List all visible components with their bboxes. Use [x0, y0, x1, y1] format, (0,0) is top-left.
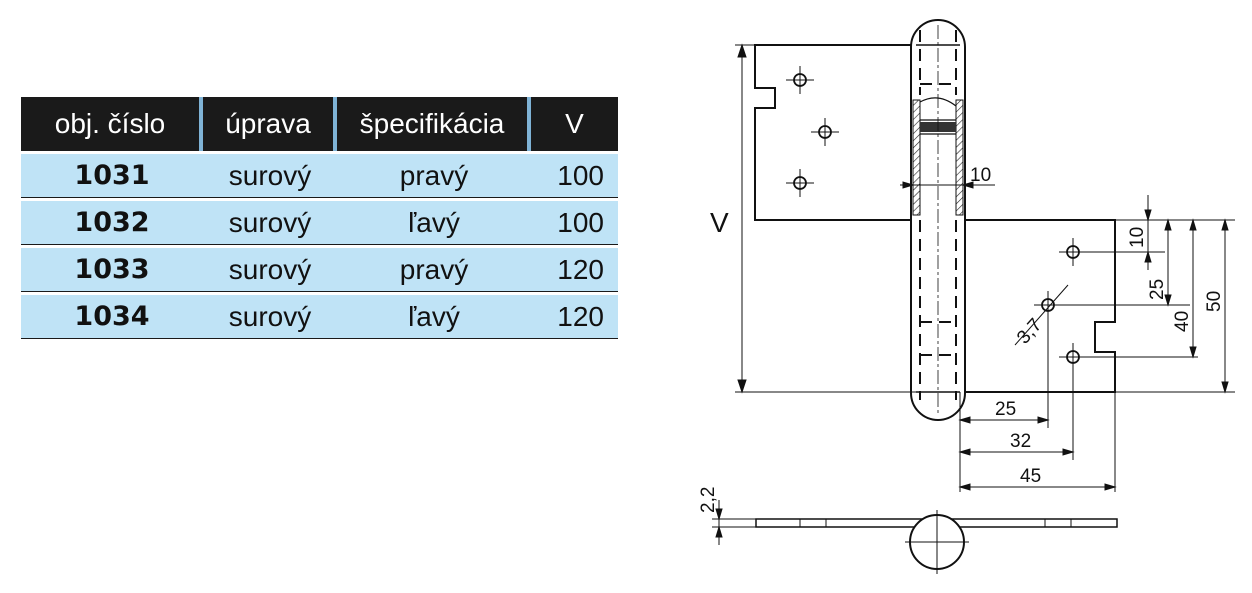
vertical-dimensions [1055, 195, 1235, 394]
table-row: 1031 surový pravý 100 [21, 151, 618, 198]
table-row: 1033 surový pravý 120 [21, 245, 618, 292]
dim-mid-hole-label: 25 [1147, 279, 1168, 300]
dim-top-hole-label: 10 [1127, 227, 1148, 248]
dim-thickness-label: 2,2 [698, 487, 719, 513]
cell-v: 100 [531, 151, 618, 198]
cell-spec: ľavý [337, 198, 531, 245]
cell-v: 100 [531, 198, 618, 245]
lower-leaf-outline [960, 219, 1116, 393]
cell-code: 1033 [21, 245, 203, 292]
cell-spec: pravý [337, 245, 531, 292]
height-dimension [735, 43, 960, 394]
dim-hole-dia-label: 3,7 [1013, 315, 1046, 349]
cell-code: 1031 [21, 151, 203, 198]
dim-pin-label: 10 [970, 165, 991, 186]
dim-x-32-label: 32 [1010, 431, 1031, 452]
cell-finish: surový [203, 292, 337, 339]
cell-spec: pravý [337, 151, 531, 198]
table-row: 1034 surový ľavý 120 [21, 292, 618, 339]
hidden-lines [919, 30, 957, 400]
dim-x-25-label: 25 [995, 399, 1016, 420]
header-code: obj. číslo [21, 97, 203, 151]
upper-leaf-outline [754, 44, 913, 221]
table-header-row: obj. číslo úprava špecifikácia V [21, 97, 618, 151]
header-finish: úprava [203, 97, 337, 151]
thickness-dimension [712, 500, 756, 545]
dim-x-45-label: 45 [1020, 466, 1041, 487]
dim-total-label: 50 [1204, 291, 1225, 312]
cell-code: 1032 [21, 198, 203, 245]
header-v: V [531, 97, 618, 151]
pin-section-right [955, 99, 964, 216]
pin-dimension [900, 181, 995, 189]
upper-leaf-holes [786, 66, 839, 197]
cell-code: 1034 [21, 292, 203, 339]
cell-finish: surový [203, 198, 337, 245]
cell-spec: ľavý [337, 292, 531, 339]
pin-section-left [912, 99, 921, 216]
header-spec: špecifikácia [337, 97, 531, 151]
product-table: obj. číslo úprava špecifikácia V 1031 su… [21, 97, 618, 339]
hinge-side-view [755, 510, 1118, 574]
cell-v: 120 [531, 292, 618, 339]
table-row: 1032 surový ľavý 100 [21, 198, 618, 245]
height-label: V [710, 207, 729, 238]
cell-finish: surový [203, 151, 337, 198]
cell-finish: surový [203, 245, 337, 292]
dim-low-hole-label: 40 [1172, 311, 1193, 332]
cell-v: 120 [531, 245, 618, 292]
horizontal-dimensions [958, 312, 1117, 492]
diameter-leader [1014, 284, 1069, 346]
